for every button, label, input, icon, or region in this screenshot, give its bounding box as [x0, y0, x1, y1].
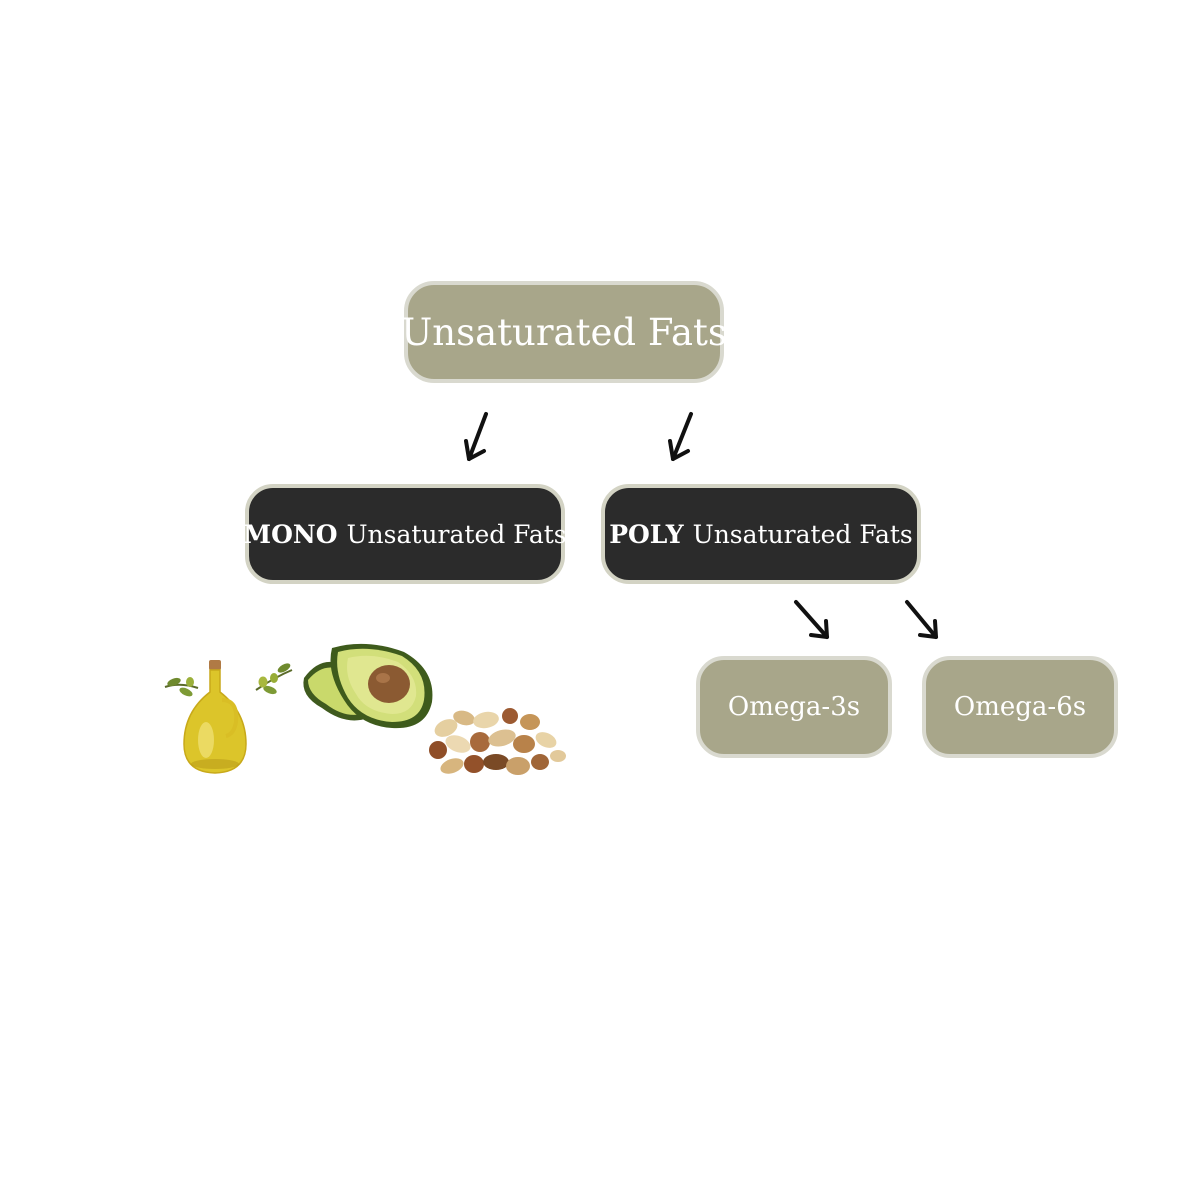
- mixed-nuts-icon: [429, 708, 566, 775]
- poly-label: Unsaturated Fats: [692, 519, 913, 549]
- poly-unsaturated-node: POLY Unsaturated Fats: [601, 484, 921, 584]
- mono-unsaturated-node: MONO Unsaturated Fats: [243, 484, 567, 584]
- omega-3-label: Omega-3s: [727, 692, 861, 722]
- avocado-icon: [303, 643, 433, 729]
- omega-6-node: Omega-6s: [922, 656, 1118, 758]
- mono-label: Unsaturated Fats: [346, 519, 567, 549]
- arrow-root-to-mono: [464, 412, 488, 461]
- arrow-root-to-poly: [668, 412, 693, 461]
- poly-emphasis: POLY: [609, 519, 684, 549]
- omega-6-label: Omega-6s: [953, 692, 1087, 722]
- mono-emphasis: MONO: [243, 519, 338, 549]
- olive-sprig-left-icon: [164, 677, 199, 697]
- olive-sprig-right-icon: [255, 663, 293, 695]
- omega-3-node: Omega-3s: [696, 656, 892, 758]
- arrow-poly-to-omega3: [794, 600, 829, 639]
- root-label: Unsaturated Fats: [401, 310, 727, 354]
- root-node-unsaturated-fats: Unsaturated Fats: [401, 281, 727, 383]
- olive-oil-bottle-icon: [164, 660, 293, 774]
- arrow-poly-to-omega6: [905, 600, 938, 639]
